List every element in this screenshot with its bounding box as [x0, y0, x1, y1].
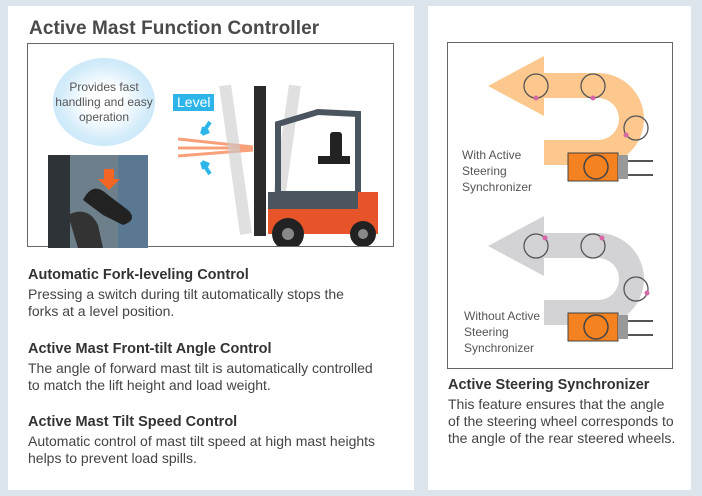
section-heading: Active Mast Tilt Speed Control	[28, 414, 238, 430]
steering-panel: With Active Steering Synchronizer Withou…	[428, 6, 691, 490]
forklift-figure: Provides fast handling and easy operatio…	[27, 43, 394, 248]
without-sync-label: Without Active Steering Synchronizer	[464, 309, 541, 355]
level-label: Level	[173, 94, 215, 111]
section-text: This feature ensures that the angle of t…	[448, 396, 676, 446]
with-sync-path-arrow	[488, 56, 653, 342]
section-text: Pressing a switch during tilt automatica…	[28, 286, 344, 319]
feature-bubble: Provides fast handling and easy operatio…	[53, 58, 155, 146]
section-heading: Active Steering Synchronizer	[448, 377, 650, 393]
steering-diagram: With Active Steering Synchronizer Withou…	[447, 42, 673, 369]
forklift-image	[178, 84, 378, 246]
section-text: Automatic control of mast tilt speed at …	[28, 433, 376, 466]
section-text: The angle of forward mast tilt is automa…	[28, 360, 373, 393]
panel-title: Active Mast Function Controller	[29, 18, 320, 39]
lever-photo	[48, 155, 148, 248]
mast-controller-panel: Active Mast Function Controller Provides…	[8, 6, 414, 490]
with-sync-label: With Active Steering Synchronizer	[462, 148, 533, 194]
section-heading: Active Mast Front-tilt Angle Control	[28, 341, 272, 357]
section-heading: Automatic Fork-leveling Control	[28, 267, 249, 283]
